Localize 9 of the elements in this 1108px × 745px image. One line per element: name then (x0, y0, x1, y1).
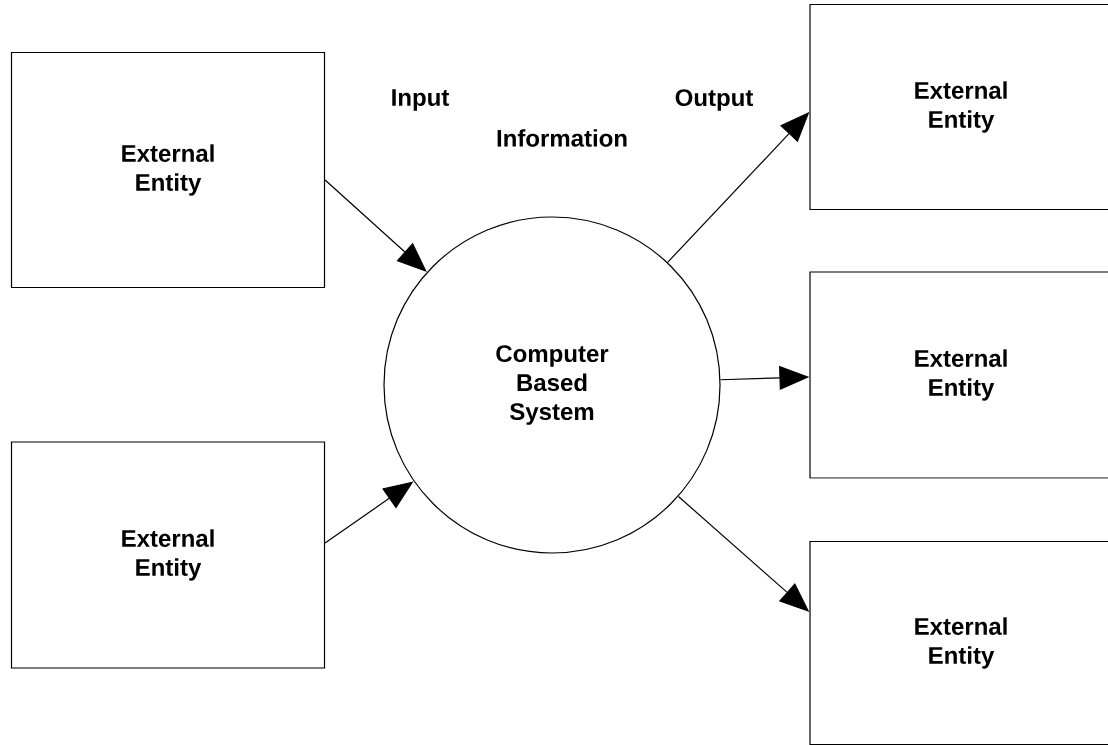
flow-label: Information (497, 129, 627, 147)
arrow (324, 179, 427, 272)
entity-box: External Entity (809, 271, 1108, 479)
entity-box: External Entity (10, 441, 326, 669)
entity-box: External Entity (10, 51, 326, 289)
entity-box: External Entity (809, 3, 1108, 211)
flow-label: Output (675, 89, 754, 111)
entity-box: External Entity (809, 540, 1108, 745)
flow-label: Input (392, 89, 450, 111)
